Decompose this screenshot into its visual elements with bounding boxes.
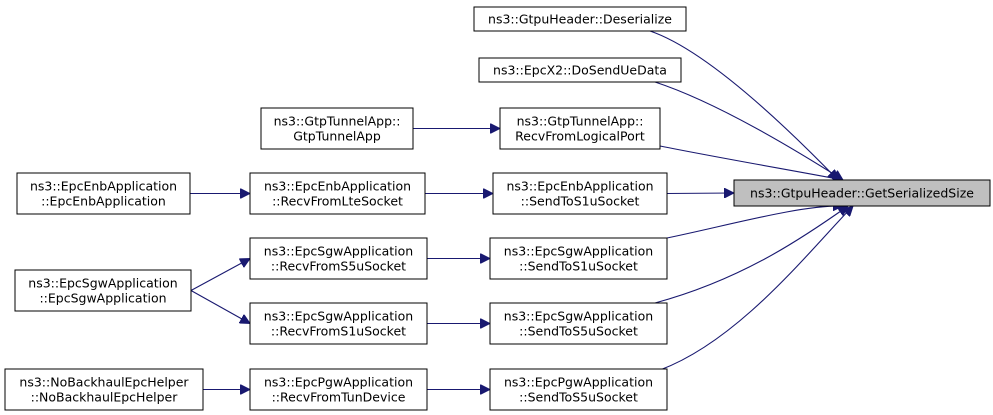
node-label: ns3::EpcEnbApplication bbox=[30, 179, 177, 194]
nodes: ns3::GtpuHeader::GetSerializedSize ns3::G… bbox=[4, 6, 991, 411]
node-label: ns3::EpcSgwApplication bbox=[28, 276, 177, 291]
node-no-backhaul[interactable]: ns3::NoBackhaulEpcHelper::NoBackhaulEpcH… bbox=[4, 368, 204, 411]
edges bbox=[190, 30, 853, 390]
edge-enb-send-s1u-to-target bbox=[666, 193, 734, 194]
node-label: ::RecvFromS5uSocket bbox=[271, 259, 406, 274]
node-label: ns3::EpcEnbApplication bbox=[506, 179, 653, 194]
node-label: ns3::EpcPgwApplication bbox=[504, 375, 653, 390]
node-box bbox=[249, 237, 428, 280]
node-label: ns3::NoBackhaulEpcHelper bbox=[19, 375, 189, 390]
node-label: ns3::GtpuHeader::Deserialize bbox=[488, 12, 672, 27]
node-x2send[interactable]: ns3::EpcX2::DoSendUeData bbox=[478, 57, 682, 83]
node-box bbox=[249, 302, 428, 345]
node-sgw-recv-s5u[interactable]: ns3::EpcSgwApplication::RecvFromS5uSocke… bbox=[249, 237, 428, 280]
node-label: ::SendToS5uSocket bbox=[519, 324, 638, 339]
node-sgw-send-s1u[interactable]: ns3::EpcSgwApplication::SendToS1uSocket bbox=[489, 237, 668, 280]
node-gtp-recv-logical[interactable]: ns3::GtpTunnelApp::RecvFromLogicalPort bbox=[499, 107, 661, 150]
node-label: ns3::EpcPgwApplication bbox=[264, 375, 413, 390]
node-label: ::SendToS1uSocket bbox=[519, 259, 638, 274]
edge-gtp-recv-logical-to-target bbox=[659, 145, 843, 180]
node-label: ns3::GtpTunnelApp:: bbox=[517, 114, 644, 129]
node-label: ns3::GtpuHeader::GetSerializedSize bbox=[750, 186, 974, 201]
node-enb-send-s1u[interactable]: ns3::EpcEnbApplication::SendToS1uSocket bbox=[492, 172, 668, 215]
node-enb-ctor[interactable]: ns3::EpcEnbApplication::EpcEnbApplicatio… bbox=[16, 172, 191, 215]
node-box bbox=[249, 368, 428, 411]
node-box bbox=[14, 269, 192, 312]
node-pgw-recv-tun[interactable]: ns3::EpcPgwApplication::RecvFromTunDevic… bbox=[249, 368, 428, 411]
node-box bbox=[499, 107, 661, 150]
node-sgw-send-s5u[interactable]: ns3::EpcSgwApplication::SendToS5uSocket bbox=[489, 302, 668, 345]
node-enb-recv-lte[interactable]: ns3::EpcEnbApplication::RecvFromLteSocke… bbox=[249, 172, 426, 215]
edge-deserialize-to-target bbox=[649, 30, 838, 180]
node-sgw-ctor[interactable]: ns3::EpcSgwApplication::EpcSgwApplicatio… bbox=[14, 269, 192, 312]
node-pgw-send-s5u[interactable]: ns3::EpcPgwApplication::SendToS5uSocket bbox=[489, 368, 668, 411]
node-gtp-ctor[interactable]: ns3::GtpTunnelApp::GtpTunnelApp bbox=[260, 107, 414, 150]
node-box bbox=[249, 172, 426, 215]
node-box bbox=[260, 107, 414, 150]
node-label: ::RecvFromS1uSocket bbox=[271, 324, 406, 339]
node-label: ns3::EpcEnbApplication bbox=[264, 179, 411, 194]
node-label: ns3::GtpTunnelApp:: bbox=[274, 114, 401, 129]
node-label: ::EpcEnbApplication bbox=[41, 194, 166, 209]
node-box bbox=[489, 368, 668, 411]
node-label: ns3::EpcSgwApplication bbox=[264, 244, 413, 259]
node-label: ns3::EpcSgwApplication bbox=[504, 309, 653, 324]
edge-sgw-ctor-to-sgw-recv-s1u bbox=[190, 290, 250, 324]
node-box bbox=[473, 6, 687, 32]
node-box bbox=[478, 57, 682, 83]
node-sgw-recv-s1u[interactable]: ns3::EpcSgwApplication::RecvFromS1uSocke… bbox=[249, 302, 428, 345]
node-box bbox=[733, 179, 991, 207]
node-target[interactable]: ns3::GtpuHeader::GetSerializedSize bbox=[733, 179, 991, 207]
node-label: ::NoBackhaulEpcHelper bbox=[31, 390, 179, 405]
edge-sgw-send-s1u-to-target bbox=[666, 206, 843, 239]
node-label: ::EpcSgwApplication bbox=[39, 291, 166, 306]
node-label: ::RecvFromLteSocket bbox=[272, 194, 403, 209]
node-label: GtpTunnelApp bbox=[293, 129, 381, 144]
node-label: ns3::EpcX2::DoSendUeData bbox=[493, 63, 667, 78]
edge-x2send-to-target bbox=[654, 81, 843, 180]
node-deserialize[interactable]: ns3::GtpuHeader::Deserialize bbox=[473, 6, 687, 32]
node-label: ::SendToS5uSocket bbox=[519, 390, 638, 405]
edge-pgw-send-s5u-to-target bbox=[659, 206, 853, 371]
edge-sgw-send-s5u-to-target bbox=[654, 206, 848, 304]
node-label: ns3::EpcSgwApplication bbox=[264, 309, 413, 324]
node-box bbox=[4, 368, 204, 411]
node-box bbox=[489, 237, 668, 280]
node-label: ::RecvFromTunDevice bbox=[272, 390, 406, 405]
node-label: RecvFromLogicalPort bbox=[515, 129, 645, 144]
node-box bbox=[492, 172, 668, 215]
edge-sgw-ctor-to-sgw-recv-s5u bbox=[190, 259, 250, 291]
node-box bbox=[16, 172, 191, 215]
node-label: ::SendToS1uSocket bbox=[521, 194, 640, 209]
node-box bbox=[489, 302, 668, 345]
node-label: ns3::EpcSgwApplication bbox=[504, 244, 653, 259]
